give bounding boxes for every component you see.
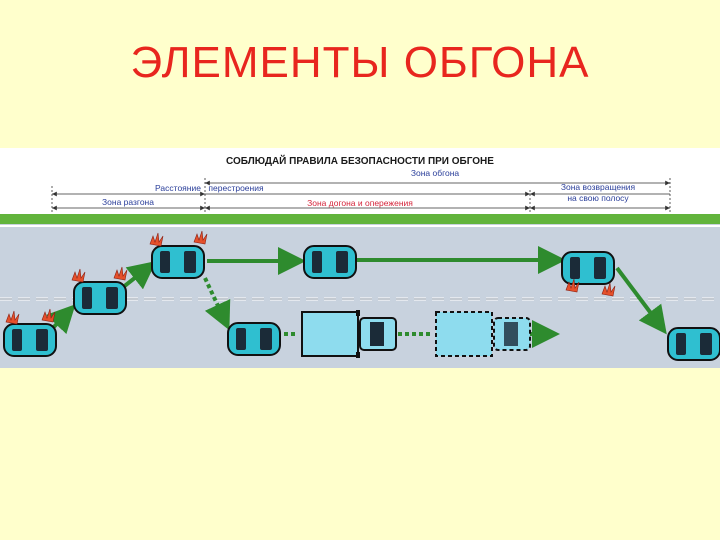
car-following [227,322,281,356]
label-return-zone-1: Зона возвращения [561,182,636,192]
overtaking-path [46,246,667,348]
slide-title: ЭЛЕМЕНТЫ ОБГОНА [130,38,590,87]
diagram-header: СОБЛЮДАЙ ПРАВИЛА БЕЗОПАСНОСТИ ПРИ ОБГОНЕ [226,154,494,167]
car-lane-change [151,245,205,279]
car-finished [667,327,720,361]
label-acceleration-zone: Зона разгона [102,197,154,207]
dimension-lines [51,178,671,288]
label-passing-zone: Зона догона и опережения [307,198,413,208]
truck-future-position [435,311,531,357]
label-distance: Расстояние [155,183,201,193]
grass-strip [0,214,720,224]
label-lane-change: перестроения [208,183,264,193]
label-overtaking-zone: Зона обгона [411,168,460,178]
car-accelerating [73,281,127,315]
car-returning [561,251,615,285]
overtaking-diagram: СОБЛЮДАЙ ПРАВИЛА БЕЗОПАСНОСТИ ПРИ ОБГОНЕ… [0,148,720,368]
car-start [3,323,57,357]
label-return-zone-2: на свою полосу [567,193,629,203]
car-overtaking [303,245,357,279]
truck [301,310,397,358]
